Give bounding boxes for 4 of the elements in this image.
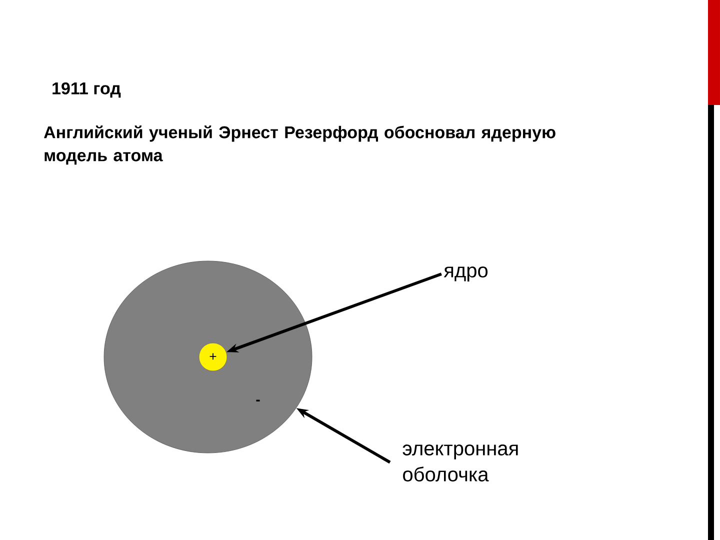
callout-text: ядро <box>444 266 488 282</box>
heading: 1911 год <box>52 82 121 98</box>
description-text: Английский ученый Эрнест Резерфорд обосновал ядерную модель атома <box>44 126 556 165</box>
callout-text: электронная оболочка <box>402 444 518 482</box>
